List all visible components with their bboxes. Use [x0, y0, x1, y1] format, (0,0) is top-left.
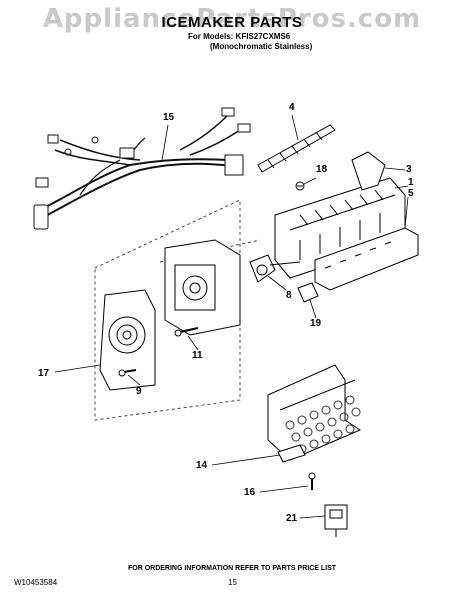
callout-11: 11	[192, 350, 203, 361]
clip	[297, 282, 319, 303]
callout-18: 18	[316, 164, 328, 175]
front-cover	[99, 289, 156, 391]
page-number: 15	[228, 578, 237, 587]
callout-17: 17	[38, 368, 50, 379]
motor-housing	[164, 239, 241, 336]
model-info: For Models: KFIS27CXMS6 (Monochromatic S…	[188, 32, 312, 52]
screw-18	[295, 181, 305, 191]
document-number: W10453584	[14, 578, 58, 587]
leader-lines	[54, 114, 409, 519]
fill-cup	[249, 254, 301, 283]
screw-9	[118, 369, 137, 377]
ejector	[257, 124, 336, 173]
callout-9: 9	[136, 386, 142, 397]
callout-3: 3	[406, 164, 412, 175]
assembly-outline	[94, 199, 261, 421]
watermark: AppliancePartsPros.com	[42, 4, 422, 34]
callout-1: 1	[408, 177, 414, 188]
models-sub: (Monochromatic Stainless)	[210, 42, 313, 51]
shutoff-arm-assembly	[267, 364, 362, 463]
screw-11	[174, 327, 199, 337]
callout-5: 5	[408, 188, 414, 199]
callout-15: 15	[163, 112, 175, 123]
wire-harness	[33, 107, 251, 230]
models-line: For Models: KFIS27CXMS6	[188, 32, 291, 41]
bearing	[351, 151, 386, 191]
callout-21: 21	[286, 513, 298, 524]
callout-8: 8	[286, 290, 292, 301]
callout-16: 16	[244, 487, 256, 498]
callout-19: 19	[310, 318, 322, 329]
ordering-note: FOR ORDERING INFORMATION REFER TO PARTS …	[127, 565, 337, 572]
screw-16	[308, 472, 316, 490]
switch	[324, 504, 348, 537]
callout-4: 4	[289, 102, 295, 113]
page-title: ICEMAKER PARTS	[161, 14, 303, 31]
callout-14: 14	[196, 460, 208, 471]
